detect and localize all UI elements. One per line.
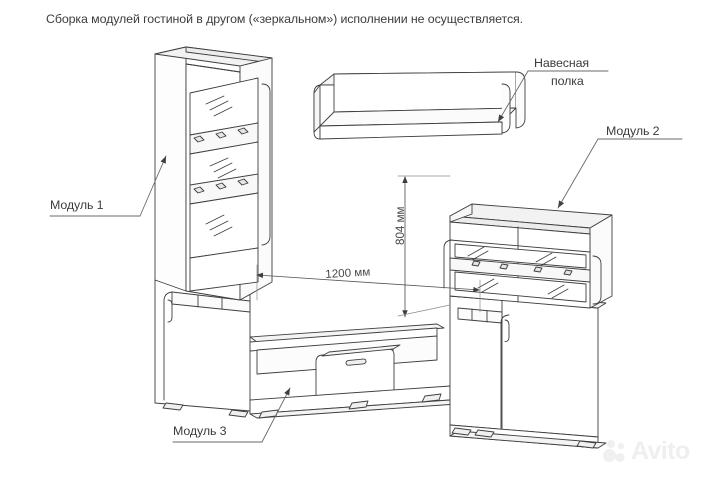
part-wall-cabinet — [443, 203, 613, 309]
dimension-label-height: 804 мм — [394, 206, 407, 245]
part-wall-mounted-shelf — [313, 71, 526, 140]
assembly-note: Сборка модулей гостиной в другом («зерка… — [46, 12, 523, 26]
part-tall-display-cabinet — [154, 46, 273, 301]
leader-lines — [49, 70, 683, 443]
label-module-3: Модуль 3 — [173, 424, 227, 438]
label-module-2: Модуль 2 — [606, 124, 660, 138]
label-module-1: Модуль 1 — [50, 198, 104, 212]
dimension-lines — [256, 175, 481, 318]
label-wall-shelf-line2: полка — [551, 74, 584, 88]
label-wall-shelf-line1: Навесная — [534, 56, 590, 70]
dimension-label-width: 1200 мм — [325, 265, 371, 281]
